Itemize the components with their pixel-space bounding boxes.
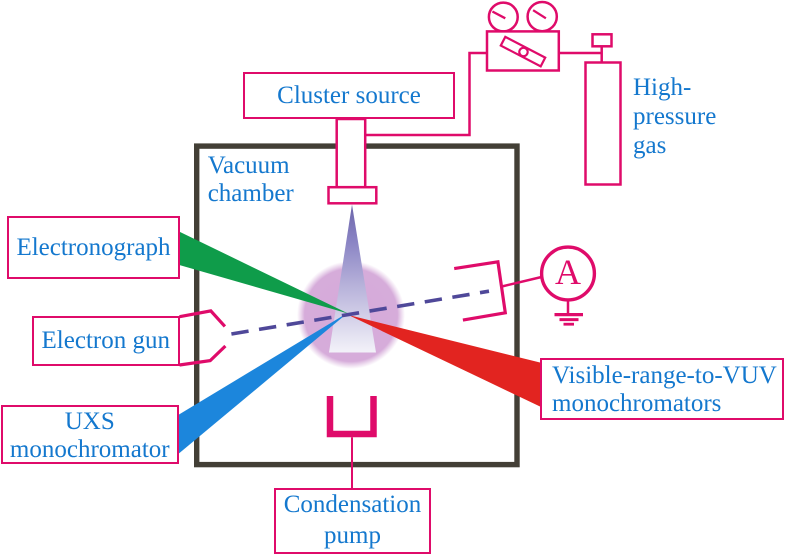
- svg-text:A: A: [555, 252, 581, 292]
